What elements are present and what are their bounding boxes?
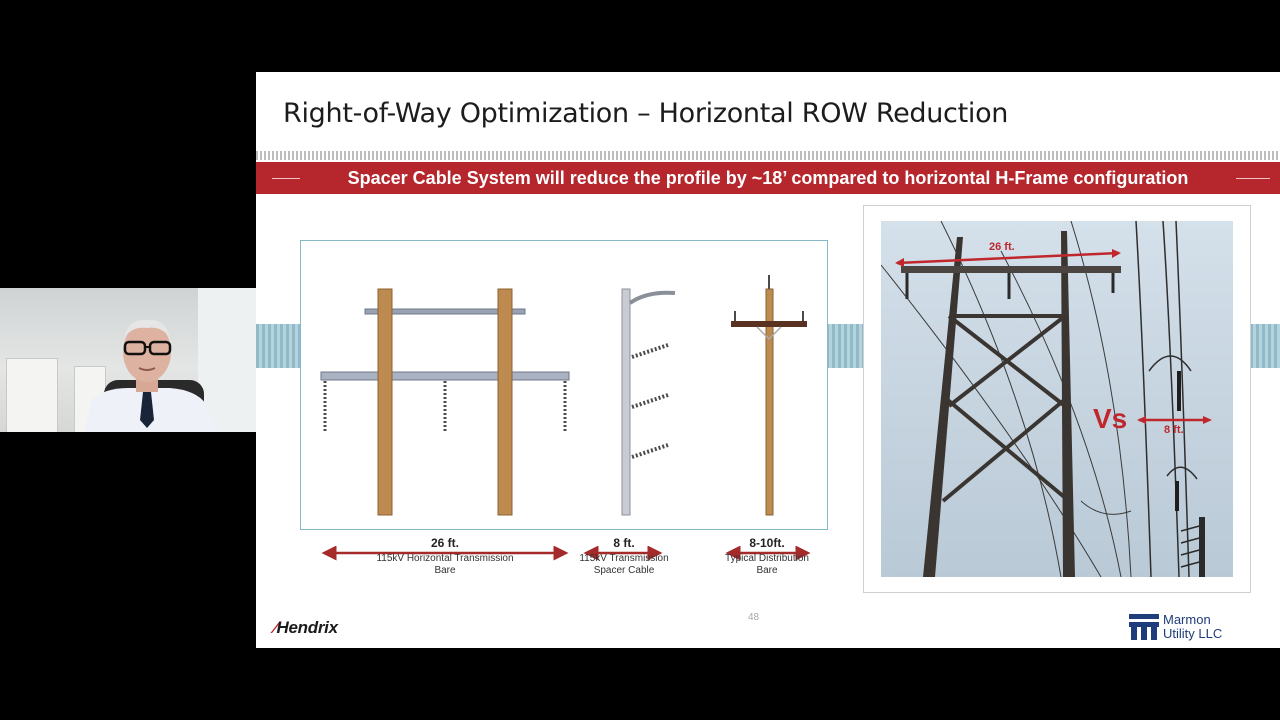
photo-dimension-arrows bbox=[895, 249, 1212, 424]
dimension-caption: Typical Distribution bbox=[725, 553, 809, 564]
dimension-caption: 115kV Transmission bbox=[579, 553, 669, 564]
dimension-value: 26 ft. bbox=[430, 536, 459, 550]
h-frame-tower bbox=[901, 231, 1121, 577]
teal-band-middle bbox=[826, 324, 863, 368]
speaker-video-tile[interactable] bbox=[0, 288, 256, 432]
photo-label-8ft: 8 ft. bbox=[1164, 424, 1184, 436]
dimension-arrows bbox=[321, 546, 811, 561]
distribution-structure bbox=[731, 275, 807, 516]
steel-pole bbox=[621, 288, 631, 516]
banner-text: Spacer Cable System will reduce the prof… bbox=[347, 168, 1189, 188]
dimension-caption: 115kV Horizontal Transmission bbox=[376, 553, 514, 564]
dimension-caption: Bare bbox=[756, 565, 778, 576]
speaker-figure bbox=[84, 319, 218, 432]
wood-pole bbox=[497, 288, 513, 516]
photo-label-vs: Vs bbox=[1093, 403, 1128, 434]
dimension-label-distribution: 8-10ft. Typical Distribution Bare bbox=[708, 537, 826, 577]
teal-band-left bbox=[256, 324, 300, 368]
marmon-logo-line2: Utility LLC bbox=[1163, 626, 1223, 641]
marmon-logo-line1: Marmon bbox=[1163, 612, 1211, 627]
h-frame-structure bbox=[320, 288, 570, 516]
presentation-slide: Right-of-Way Optimization – Horizontal R… bbox=[256, 72, 1280, 648]
upper-crossarm bbox=[364, 308, 526, 315]
dimension-value: 8 ft. bbox=[613, 536, 635, 550]
marmon-mark-icon bbox=[1129, 614, 1159, 640]
spacer-cable-structure bbox=[621, 288, 676, 516]
pole-comparison-diagram bbox=[300, 240, 828, 530]
hendrix-mark-icon: ⁄ bbox=[274, 618, 277, 637]
teal-band-right bbox=[1250, 324, 1280, 368]
hendrix-logo: ⁄Hendrix bbox=[274, 618, 338, 637]
dimension-value: 8-10ft. bbox=[749, 536, 785, 550]
hatched-divider bbox=[256, 151, 1280, 160]
banner-rule-right bbox=[1236, 178, 1270, 179]
wood-pole bbox=[377, 288, 393, 516]
distribution-crossarm bbox=[731, 321, 807, 327]
banner-rule-left bbox=[272, 178, 300, 179]
slide-title: Right-of-Way Optimization – Horizontal R… bbox=[283, 98, 1009, 129]
dimension-label-spacer: 8 ft. 115kV Transmission Spacer Cable bbox=[568, 537, 680, 577]
page-number: 48 bbox=[748, 612, 760, 623]
spacer-insulators bbox=[631, 343, 669, 459]
lower-crossarm bbox=[320, 371, 570, 381]
transmission-photo: 26 ft. Vs 8 ft. bbox=[863, 205, 1251, 593]
pin-insulators bbox=[734, 275, 804, 321]
spacer-cable-wires bbox=[1135, 221, 1205, 577]
dimension-caption: Spacer Cable bbox=[593, 565, 655, 576]
photo-label-26ft: 26 ft. bbox=[989, 241, 1015, 253]
insulator-strings bbox=[323, 381, 567, 431]
background-door bbox=[6, 358, 58, 432]
spacer-arm bbox=[628, 290, 676, 305]
banner: Spacer Cable System will reduce the prof… bbox=[256, 162, 1280, 194]
dimension-label-h-frame: 26 ft. 115kV Horizontal Transmission Bar… bbox=[355, 537, 535, 577]
dimension-caption: Bare bbox=[434, 565, 456, 576]
